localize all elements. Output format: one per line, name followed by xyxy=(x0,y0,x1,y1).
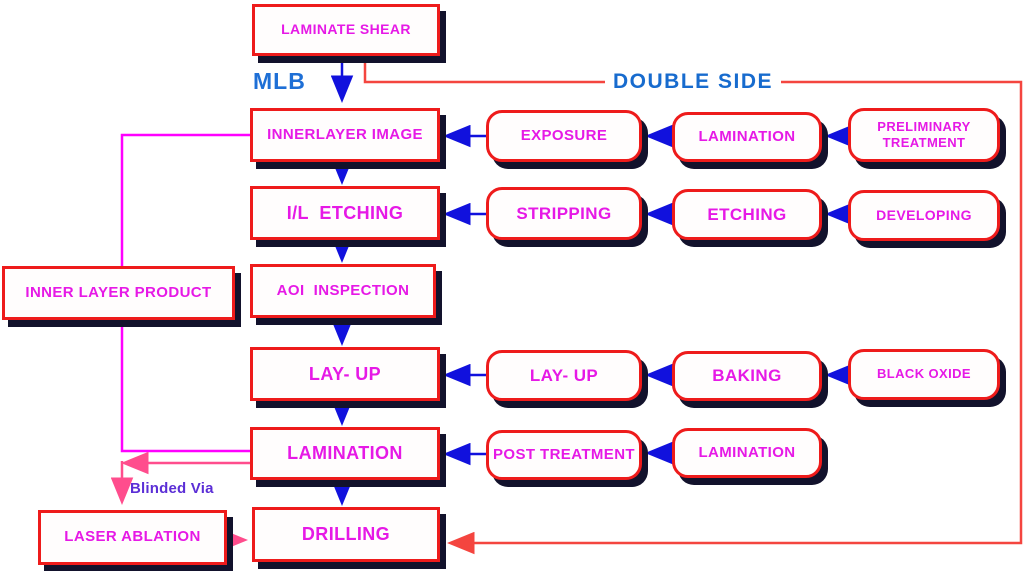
node-lay-up-main: LAY- UP xyxy=(250,347,440,401)
node-baking: BAKING xyxy=(672,351,822,401)
node-inner-layer-product: INNER LAYER PRODUCT xyxy=(2,266,235,320)
node-laminate-shear: LAMINATE SHEAR xyxy=(252,4,440,56)
node-stripping: STRIPPING xyxy=(486,187,642,240)
node-post-treatment: POST TREATMENT xyxy=(486,430,642,480)
node-aoi-inspection: AOI INSPECTION xyxy=(250,264,436,318)
node-lamination-main: LAMINATION xyxy=(250,427,440,480)
node-developing: DEVELOPING xyxy=(848,190,1000,241)
branch-label-double-side: DOUBLE SIDE xyxy=(605,70,782,94)
node-il-etching: I/L ETCHING xyxy=(250,186,440,240)
node-laser-ablation: LASER ABLATION xyxy=(38,510,227,565)
node-lamination-ds2: LAMINATION xyxy=(672,428,822,478)
node-lay-up-ds: LAY- UP xyxy=(486,350,642,401)
node-innerlayer-image: INNERLAYER IMAGE xyxy=(250,108,440,162)
branch-label-mlb: MLB xyxy=(253,68,306,94)
blinded-via-label: Blinded Via xyxy=(130,480,214,497)
red-return-line xyxy=(363,57,1023,555)
node-drilling: DRILLING xyxy=(252,507,440,562)
node-black-oxide: BLACK OXIDE xyxy=(848,349,1000,400)
node-etching: ETCHING xyxy=(672,189,822,240)
node-lamination-ds1: LAMINATION xyxy=(672,112,822,162)
node-exposure: EXPOSURE xyxy=(486,110,642,162)
node-preliminary-treatment: PRELIMINARY TREATMENT xyxy=(848,108,1000,162)
